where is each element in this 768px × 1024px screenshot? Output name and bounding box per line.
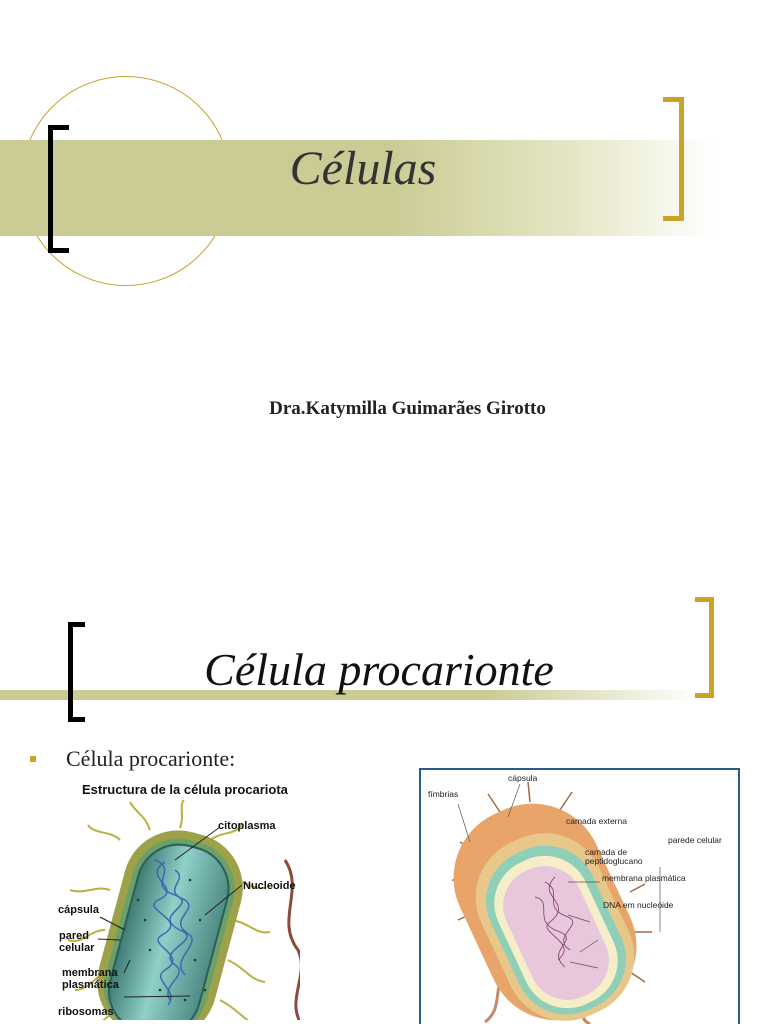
label-ribosomas: ribosomas xyxy=(58,1006,114,1018)
author-name: Dra.Katymilla Guimarães Girotto xyxy=(269,398,546,419)
bullet-text: Célula procarionte: xyxy=(66,746,236,771)
title-slide: Células Dra.Katymilla Guimarães Girotto xyxy=(0,76,715,419)
label-pared: pared xyxy=(59,930,89,942)
slide-title: Células xyxy=(289,142,437,195)
label-membrana-plasmatica: membrana plasmática xyxy=(602,873,686,883)
label-capsula-right: cápsula xyxy=(508,773,538,783)
slide-title: Célula procarionte xyxy=(204,644,554,695)
label-parede-celular: parede celular xyxy=(668,835,722,845)
figure-frame xyxy=(419,768,740,1024)
label-celular: celular xyxy=(59,942,95,954)
label-dna-nucleoide: DNA em nucleóide xyxy=(603,900,674,910)
label-nucleoide: Nucleoide xyxy=(243,880,296,892)
bacterium-cross-section-illustration xyxy=(451,781,661,1024)
left-bracket xyxy=(48,125,69,253)
label-plasmatica: plasmática xyxy=(62,979,119,991)
left-bracket xyxy=(68,622,85,722)
right-bracket xyxy=(695,597,714,698)
label-camada-de: camada de xyxy=(585,847,628,857)
label-peptidoglucano: peptidoglucano xyxy=(585,856,643,866)
title-underline-band xyxy=(0,690,700,700)
label-capsula: cápsula xyxy=(58,904,99,916)
bullet-icon xyxy=(30,756,36,762)
right-bracket xyxy=(663,97,684,221)
figure-title: Estructura de la célula procariota xyxy=(82,782,288,797)
title-band xyxy=(0,140,715,236)
content-slide: Célula procarionte Célula procarionte: E… xyxy=(0,560,768,1024)
label-camada-externa: camada externa xyxy=(566,816,627,826)
label-fimbrias: fímbrias xyxy=(428,789,459,799)
label-citoplasma: citoplasma xyxy=(218,820,276,832)
prokaryote-cell-illustration xyxy=(67,800,300,1020)
label-membrana: membrana xyxy=(62,967,118,979)
